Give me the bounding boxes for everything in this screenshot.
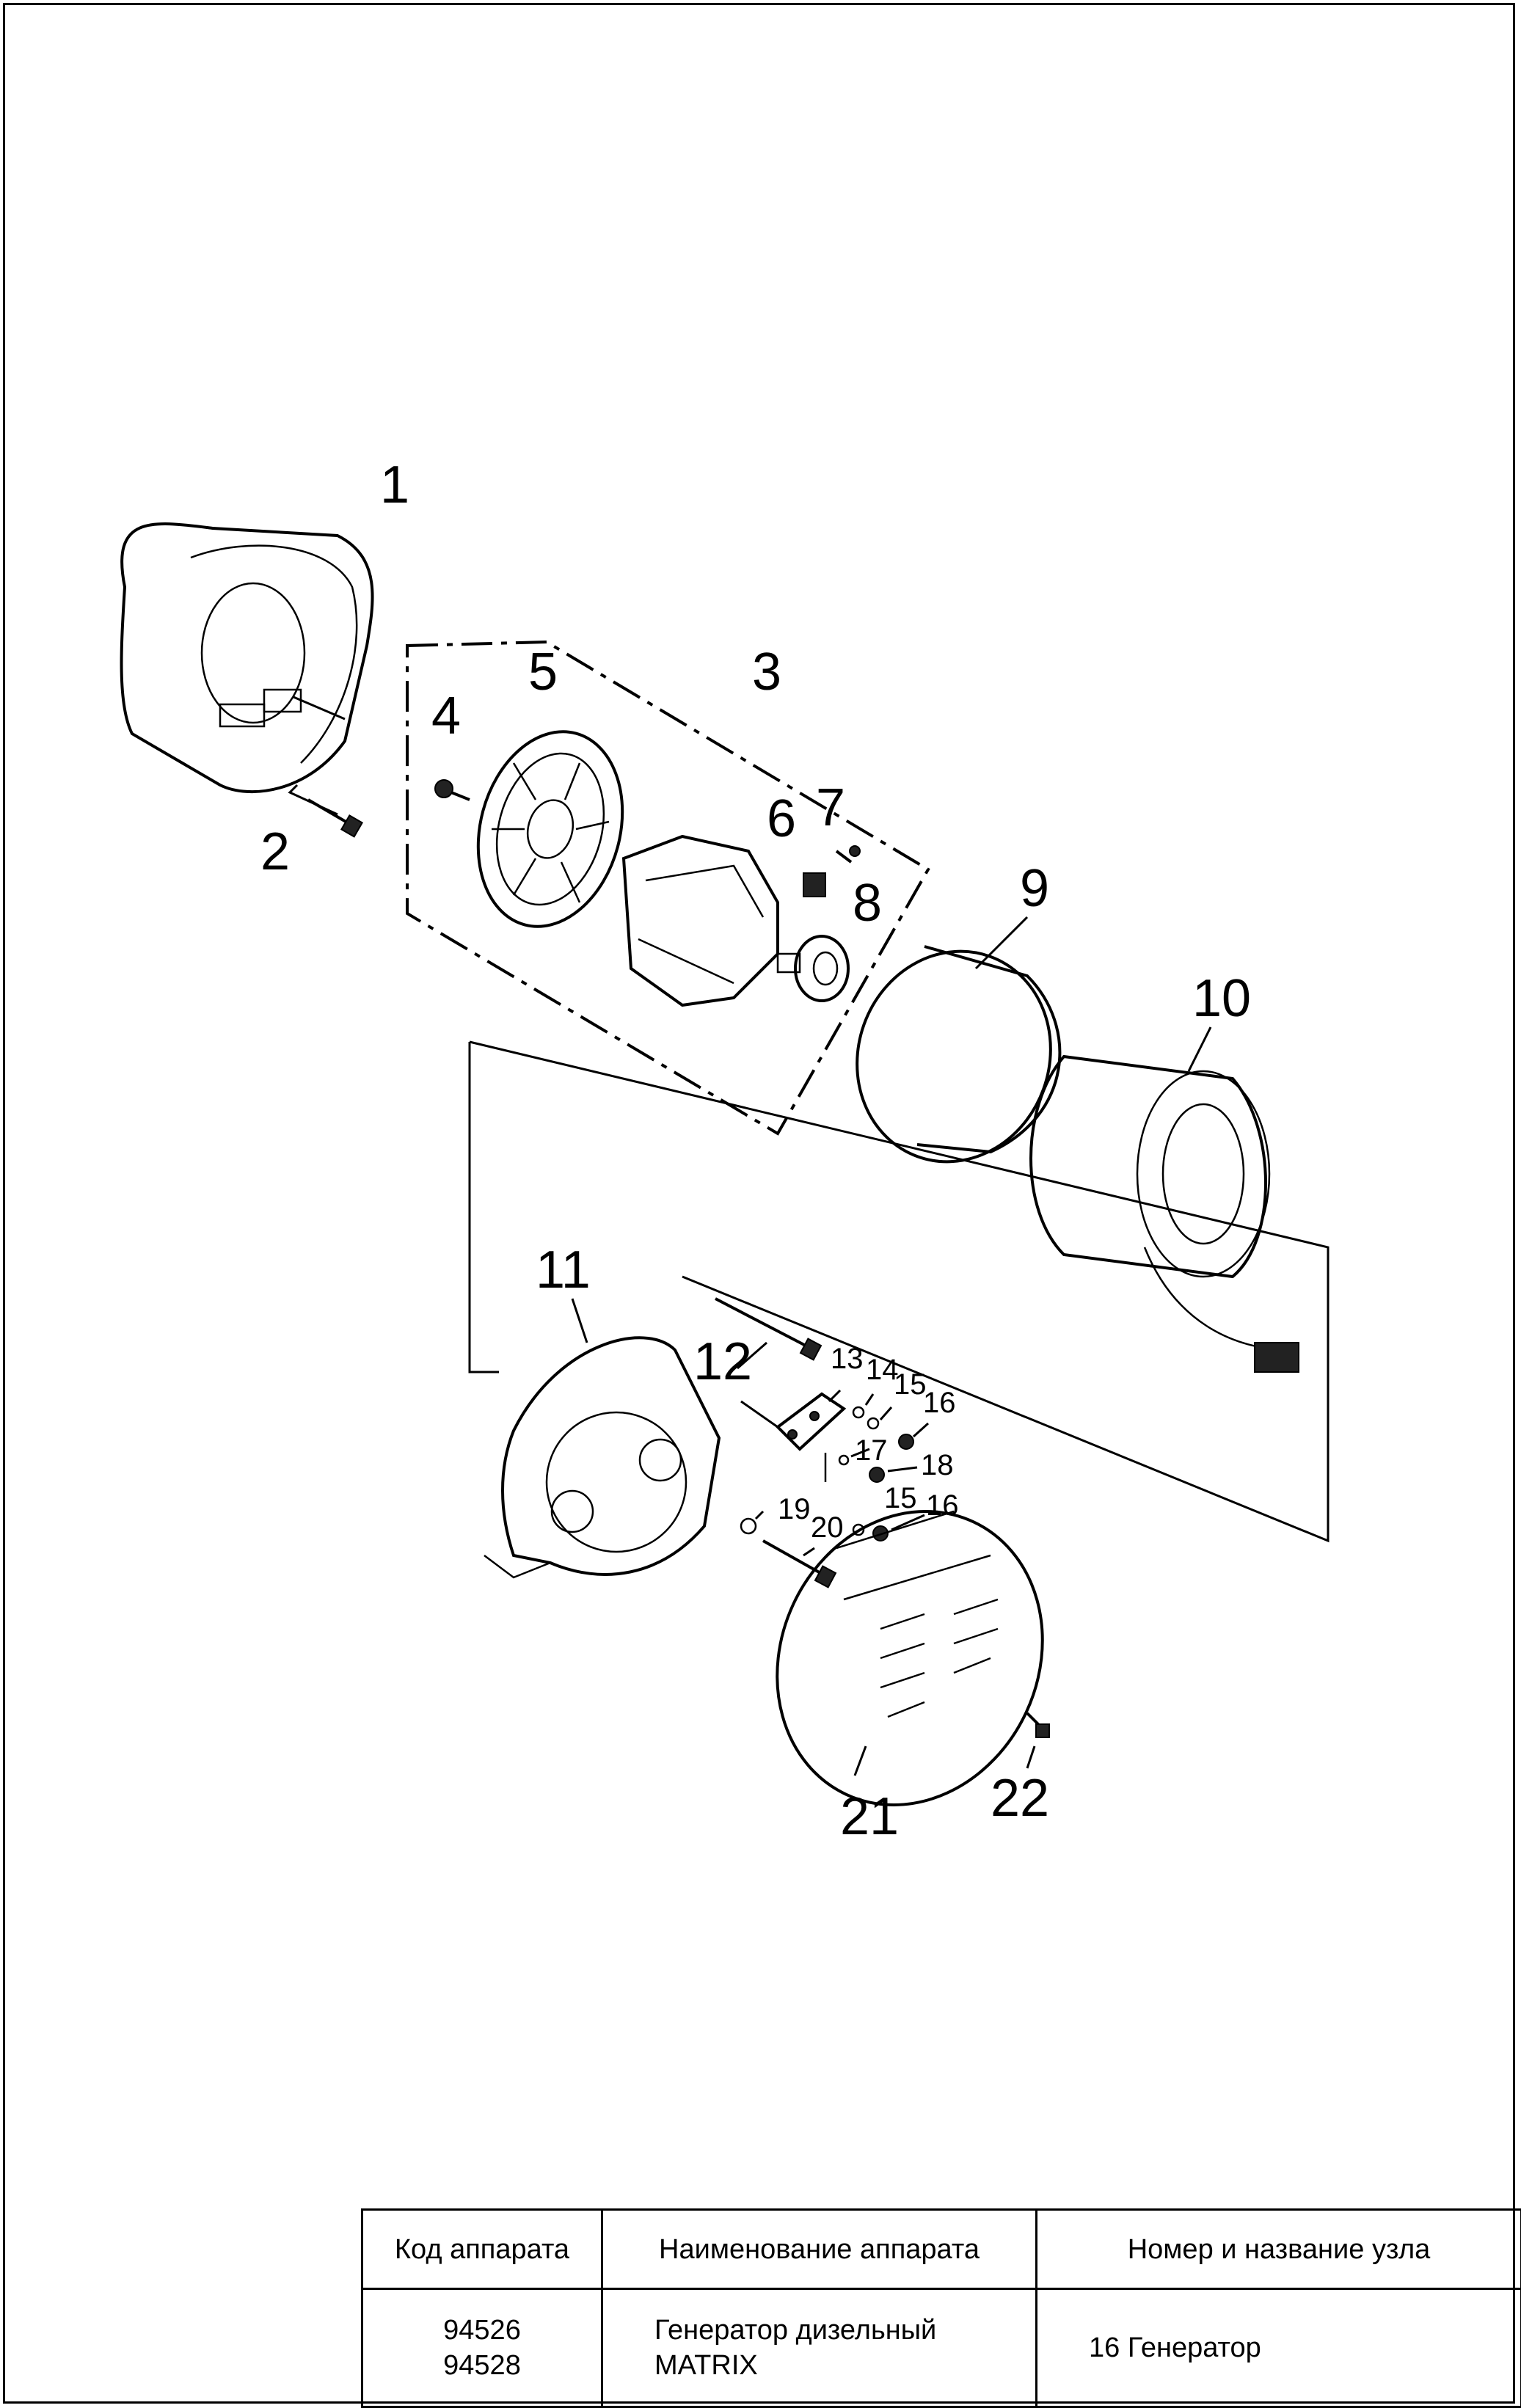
callout-19: 19 xyxy=(778,1493,811,1525)
callout-1: 1 xyxy=(380,456,409,514)
callout-18: 18 xyxy=(921,1449,954,1481)
part-7-screw xyxy=(835,845,861,864)
header-unit: Номер и название узла xyxy=(1035,2208,1521,2290)
callout-15b: 15 xyxy=(884,1482,917,1514)
part-2-bolt xyxy=(288,784,364,838)
part-20-bolt xyxy=(762,1539,837,1588)
part-11-end-bracket xyxy=(484,1298,721,1579)
name-line-1: Генератор дизельный xyxy=(654,2315,937,2346)
cell-unit: 16 Генератор xyxy=(1035,2288,1521,2408)
parts-13-18-small xyxy=(740,1389,930,1542)
part-9-band xyxy=(856,916,1062,1164)
callout-17: 17 xyxy=(855,1434,888,1467)
part-5-fan xyxy=(476,730,624,928)
code-2: 94528 xyxy=(443,2350,521,2381)
code-1: 94526 xyxy=(443,2315,521,2346)
cell-name: Генератор дизельный MATRIX xyxy=(601,2288,1037,2408)
rotor xyxy=(621,834,801,1007)
callout-4: 4 xyxy=(431,687,461,745)
callout-2: 2 xyxy=(260,822,290,881)
header-name: Наименование аппарата xyxy=(601,2208,1037,2290)
part-8-bearing xyxy=(794,935,850,1002)
callout-14: 14 xyxy=(866,1354,899,1386)
title-block-table: Код аппарата Наименование аппарата Номер… xyxy=(361,2208,1521,2408)
callout-21: 21 xyxy=(840,1787,899,1846)
callout-10: 10 xyxy=(1192,969,1251,1028)
callout-13: 13 xyxy=(831,1343,864,1375)
part-22-screw xyxy=(1026,1712,1050,1769)
part-1-housing xyxy=(120,522,374,794)
name-line-2: MATRIX xyxy=(654,2350,758,2381)
callout-7: 7 xyxy=(816,778,845,837)
callout-15: 15 xyxy=(894,1368,927,1401)
callout-16b: 16 xyxy=(926,1489,959,1522)
callout-8: 8 xyxy=(853,874,882,933)
cell-code: 94526 94528 xyxy=(361,2288,603,2408)
part-6-brush xyxy=(803,872,826,897)
callout-11: 11 xyxy=(536,1241,591,1299)
callout-16: 16 xyxy=(923,1387,956,1419)
assembly-3-outline xyxy=(406,640,930,1136)
part-4-bolt xyxy=(434,779,470,801)
table-row: 94526 94528 Генератор дизельный MATRIX 1… xyxy=(361,2288,1521,2408)
callout-9: 9 xyxy=(1020,859,1049,918)
callout-22: 22 xyxy=(991,1769,1049,1828)
part-21-cover xyxy=(776,1510,1044,1806)
part-19-washer xyxy=(740,1510,765,1535)
header-code: Код аппарата xyxy=(361,2208,603,2290)
leader-lines xyxy=(468,1040,1329,1543)
callout-3: 3 xyxy=(752,643,781,701)
callout-6: 6 xyxy=(767,789,796,848)
callout-12: 12 xyxy=(693,1332,752,1391)
callout-20: 20 xyxy=(811,1511,844,1544)
part-12-through-bolt xyxy=(715,1297,822,1370)
table-header-row: Код аппарата Наименование аппарата Номер… xyxy=(361,2208,1521,2290)
callout-5: 5 xyxy=(528,643,558,701)
part-10-stator xyxy=(1029,1026,1299,1373)
